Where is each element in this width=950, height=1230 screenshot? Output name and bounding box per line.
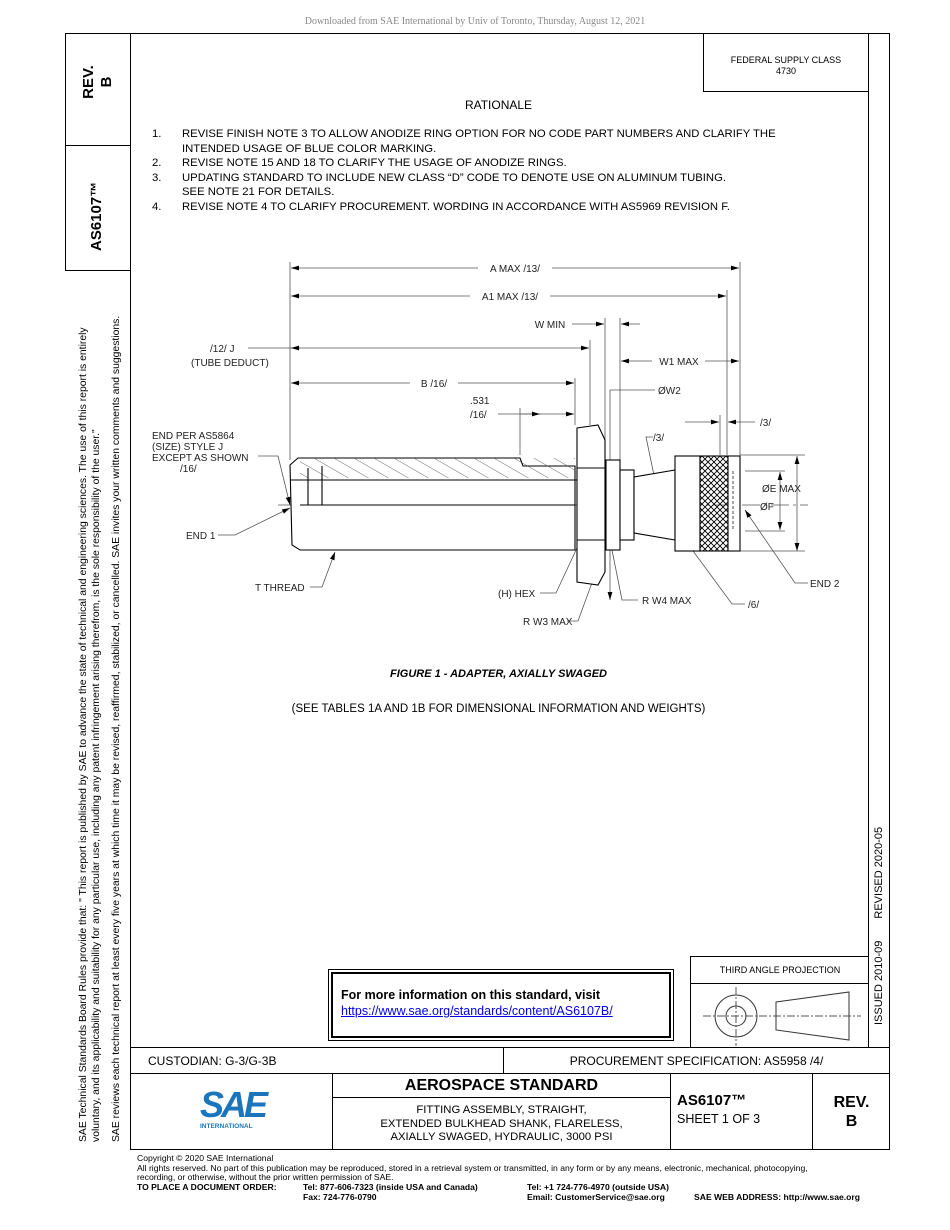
label-note3-a: /3/ (760, 418, 771, 429)
rationale-list: 1.REVISE FINISH NOTE 3 TO ALLOW ANODIZE … (152, 127, 776, 214)
issue-strip: ISSUED 2010-09REVISED 2020-05 (868, 33, 891, 1048)
title-line: AXIALLY SWAGED, HYDRAULIC, 3000 PSI (390, 1131, 613, 1143)
label-w-min: W MIN (535, 320, 566, 331)
title-cell: AEROSPACE STANDARD FITTING ASSEMBLY, STR… (332, 1073, 670, 1150)
label-end-per-1: END PER AS5864 (152, 431, 235, 442)
label-531: .531 (470, 396, 490, 407)
label-note3-b: /3/ (653, 433, 664, 444)
list-item: 1.REVISE FINISH NOTE 3 TO ALLOW ANODIZE … (152, 128, 776, 155)
label-w1-max: W1 MAX (659, 357, 699, 368)
fsc-value: 4730 (775, 66, 797, 76)
sheet-number: SHEET 1 OF 3 (677, 1112, 761, 1126)
third-angle-projection: THIRD ANGLE PROJECTION (690, 956, 869, 1048)
label-end-1: END 1 (186, 531, 216, 542)
figure-caption: FIGURE 1 - ADAPTER, AXIALLY SWAGED (390, 668, 607, 680)
doc-number-cell: AS6107™ SHEET 1 OF 3 (670, 1073, 812, 1150)
list-item: 4.REVISE NOTE 4 TO CLARIFY PROCUREMENT. … (152, 200, 731, 213)
label-w2: ØW2 (658, 386, 681, 397)
rev-label: REV. (833, 1094, 870, 1111)
info-box: For more information on this standard, v… (328, 969, 674, 1041)
info-text: For more information on this standard, v… (341, 988, 601, 1002)
rights-text: recording, or otherwise, without the pri… (137, 1172, 394, 1183)
list-item: 3.UPDATING STANDARD TO INCLUDE NEW CLASS… (152, 171, 726, 199)
rev-cell: REV. B (812, 1073, 890, 1150)
label-b: B /16/ (421, 379, 447, 390)
title-line: FITTING ASSEMBLY, STRAIGHT, (416, 1104, 587, 1116)
label-e-max: ØE MAX (762, 484, 801, 495)
drawing-frame (130, 33, 890, 1150)
list-item: 2.REVISE NOTE 15 AND 18 TO CLARIFY THE U… (152, 157, 567, 169)
email[interactable]: Email: CustomerService@sae.org (527, 1191, 665, 1202)
rights-text: All rights reserved. No part of this pub… (137, 1162, 808, 1173)
rev-value: B (845, 1113, 858, 1130)
web-address[interactable]: SAE WEB ADDRESS: http://www.sae.org (694, 1191, 860, 1202)
label-r-w3: R W3 MAX (523, 617, 573, 628)
label-end-per-2: (SIZE) STYLE J (152, 442, 223, 453)
fsc-label: FEDERAL SUPPLY CLASS (730, 55, 842, 65)
label-end-per-4: /16/ (180, 464, 197, 475)
label-end-2: END 2 (810, 579, 840, 590)
rationale-title: RATIONALE (464, 98, 533, 112)
custodian-row: CUSTODIAN: G-3/G-3B PROCUREMENT SPECIFIC… (130, 1047, 890, 1074)
see-tables-note: (SEE TABLES 1A AND 1B FOR DIMENSIONAL IN… (291, 703, 706, 715)
sae-logo: SAE INTERNATIONAL (200, 1084, 268, 1131)
label-note6: /6/ (748, 600, 759, 611)
order-label: TO PLACE A DOCUMENT ORDER: (137, 1181, 277, 1192)
label-531-note: /16/ (470, 410, 487, 421)
procurement-spec: PROCUREMENT SPECIFICATION: AS5958 /4/ (569, 1054, 824, 1068)
custodian: CUSTODIAN: G-3/G-3B (148, 1054, 277, 1068)
label-t-thread: T THREAD (255, 583, 305, 594)
standard-link[interactable]: https://www.sae.org/standards/content/AS… (341, 1004, 613, 1018)
copyright: Copyright © 2020 SAE International (137, 1153, 274, 1163)
label-hex: (H) HEX (498, 589, 536, 600)
label-end-per-3: EXCEPT AS SHOWN (152, 453, 249, 464)
tel-us: Tel: 877-606-7323 (inside USA and Canada… (303, 1181, 478, 1192)
fax: Fax: 724-776-0790 (303, 1191, 377, 1202)
doc-number: AS6107™ (677, 1092, 747, 1109)
label-f: ØF (760, 502, 774, 513)
federal-supply-class: FEDERAL SUPPLY CLASS 4730 (703, 33, 869, 92)
label-a-max: A MAX /13/ (490, 264, 540, 275)
label-a1-max: A1 MAX /13/ (482, 292, 538, 303)
label-tube-deduct: (TUBE DEDUCT) (191, 358, 269, 369)
footer: Copyright © 2020 SAE International All r… (137, 1153, 860, 1203)
tel-intl: Tel: +1 724-776-4970 (outside USA) (527, 1181, 669, 1192)
title-block: SAE INTERNATIONAL AEROSPACE STANDARD FIT… (130, 1073, 890, 1150)
label-j: /12/ J (210, 344, 234, 355)
projection-symbol-icon (703, 987, 861, 1046)
label-r-w4: R W4 MAX (642, 596, 692, 607)
download-notice: Downloaded from SAE International by Uni… (304, 16, 646, 27)
projection-label: THIRD ANGLE PROJECTION (691, 957, 869, 984)
title-line: EXTENDED BULKHEAD SHANK, FLARELESS, (380, 1117, 623, 1130)
standard-type: AEROSPACE STANDARD (333, 1073, 670, 1098)
